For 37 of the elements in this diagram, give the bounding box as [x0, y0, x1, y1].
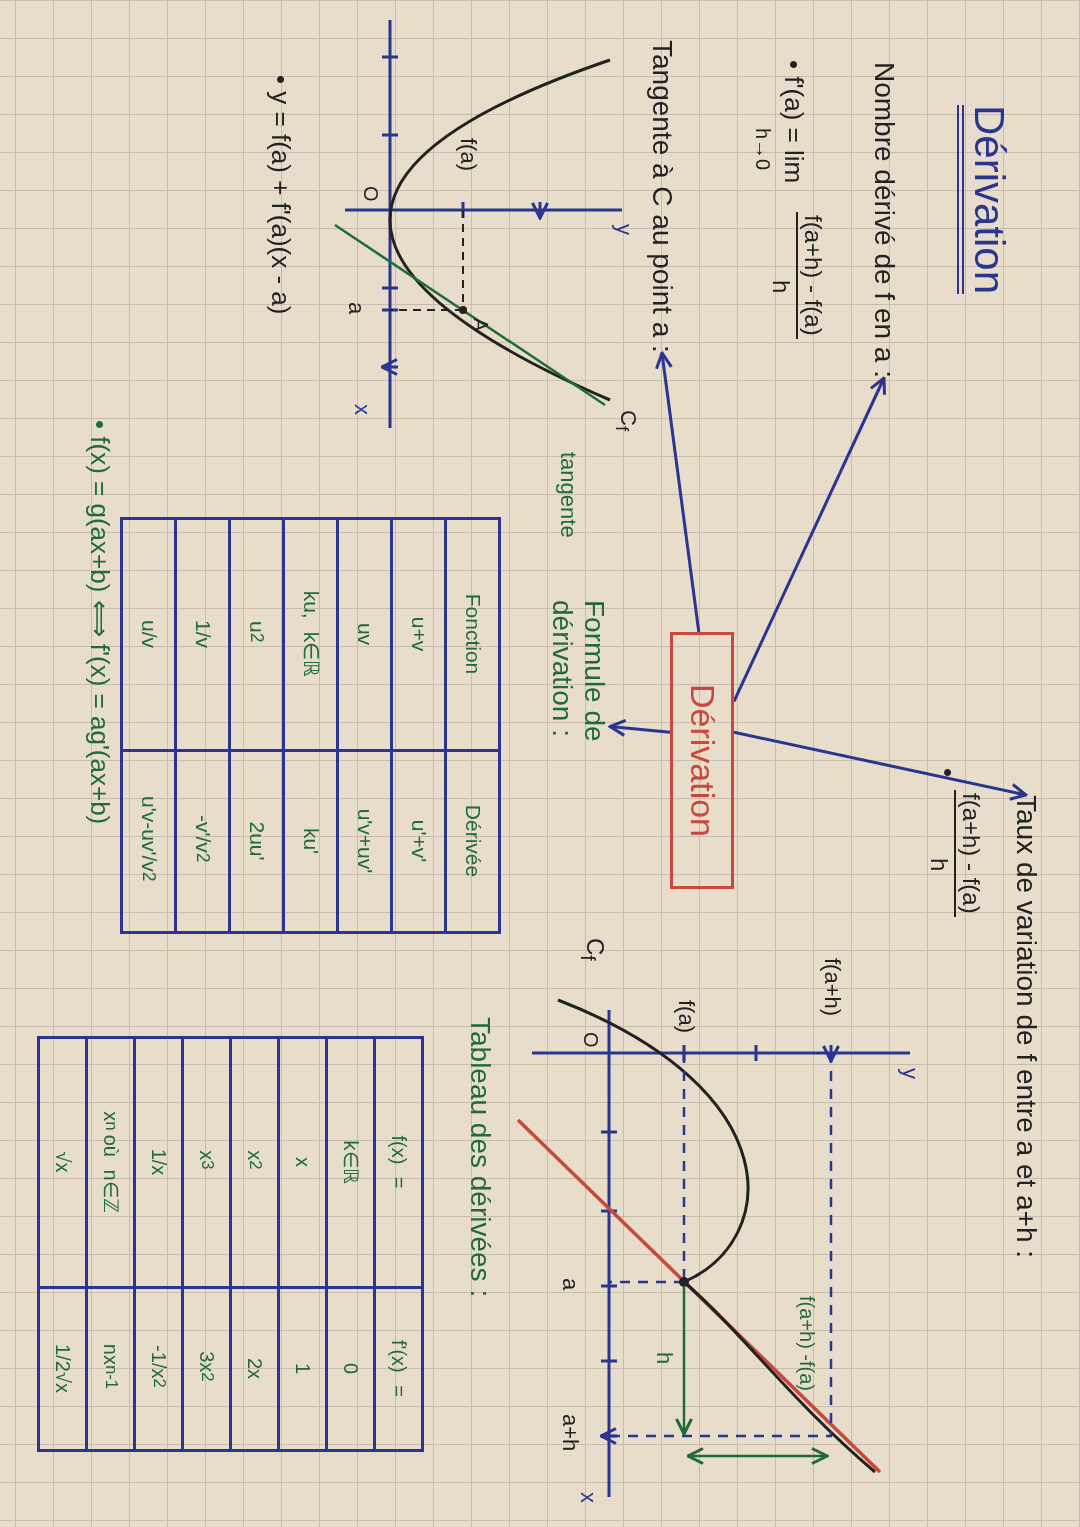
axis-label: x	[349, 404, 374, 415]
fraction-numerator: f(a+h) - f(a)	[795, 212, 826, 339]
point-label: O	[360, 186, 382, 202]
table-cell: Fonction	[444, 516, 502, 752]
topic-heading: Nombre dérivé de f en a :	[867, 62, 900, 378]
point-label: f(a)	[455, 138, 480, 171]
table-cell: f(x) =	[373, 1035, 425, 1289]
axis-label: a	[343, 302, 368, 315]
topic-heading: Taux de variation de f entre a et a+h :	[1009, 795, 1042, 1259]
math-formula: • f'(a) = lim	[779, 60, 808, 184]
arrow	[655, 351, 701, 633]
topic-heading: Tangente à C au point a :	[645, 40, 678, 353]
point-label: f(a)	[673, 1000, 698, 1033]
axis-label: y	[611, 224, 636, 235]
section-heading: Tableau des dérivées :	[464, 1017, 495, 1298]
arrow	[608, 718, 671, 737]
fraction-denominator: h	[925, 858, 952, 872]
point-label: O	[580, 1032, 602, 1048]
equation: • y = f(a) + f'(a)(x - a)	[266, 75, 295, 315]
title: Dérivation	[956, 105, 1012, 295]
dimension-label: h	[651, 1352, 676, 1365]
arrow	[733, 730, 1028, 801]
axis-label: y	[897, 1068, 922, 1079]
point-label: f(a+h)	[819, 958, 844, 1017]
fraction-denominator: h	[767, 280, 794, 294]
dimension-label: f(a+h) -f(a)	[796, 1296, 818, 1394]
bullet: •	[933, 768, 962, 778]
topic-heading: Formule de dérivation :	[545, 600, 610, 830]
fraction-numerator: f(a+h) - f(a)	[953, 790, 984, 917]
equation: • f(x) = g(ax+b) ⟺ f'(x) = ag'(ax+b)	[85, 420, 114, 825]
axis-label: x	[575, 1492, 600, 1503]
math-formula: h→0	[752, 128, 774, 171]
curve-label: tangente	[555, 452, 580, 538]
axis-label: a	[557, 1278, 582, 1291]
axis-label: a+h	[557, 1414, 582, 1452]
arrow	[732, 376, 886, 703]
central-topic-box: Dérivation	[670, 632, 734, 889]
